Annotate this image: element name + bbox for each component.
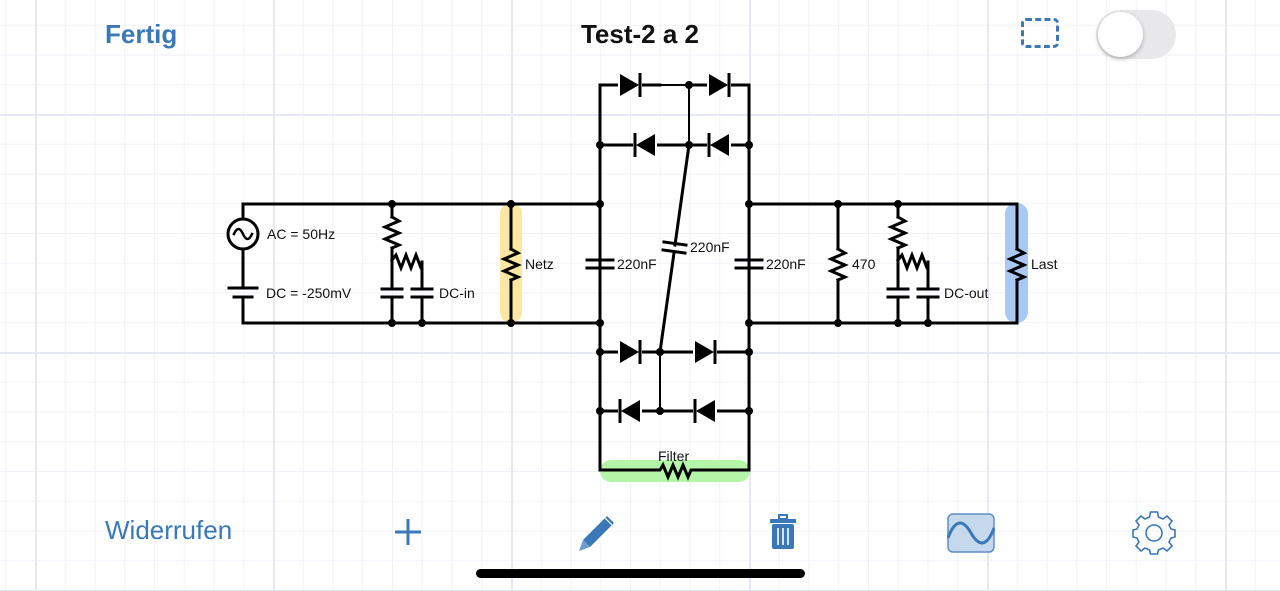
trash-icon[interactable] (769, 513, 797, 551)
mode-toggle[interactable] (1096, 10, 1176, 59)
diode[interactable] (618, 71, 642, 99)
gear-icon[interactable] (1132, 511, 1176, 555)
home-indicator (476, 569, 805, 578)
toggle-knob (1098, 12, 1143, 57)
load-resistor-470[interactable] (827, 202, 849, 325)
diode[interactable] (707, 131, 731, 159)
plus-icon[interactable] (392, 516, 424, 548)
dc-in-label: DC-in (439, 285, 475, 301)
pencil-icon[interactable] (576, 513, 616, 553)
page-title: Test-2 a 2 (580, 19, 699, 49)
sine-wave-icon[interactable] (947, 513, 995, 553)
diode[interactable] (707, 71, 731, 99)
diode[interactable] (693, 397, 717, 425)
dc-source-label: DC = -250mV (266, 285, 352, 301)
cap-left-label: 220nF (617, 256, 657, 272)
ac-source-label: AC = 50Hz (267, 226, 335, 242)
diode[interactable] (618, 338, 642, 366)
dc-out-label: DC-out (944, 285, 988, 301)
ac-source[interactable] (226, 217, 260, 251)
dc-out-network[interactable] (886, 202, 940, 325)
done-button[interactable]: Fertig (105, 19, 178, 49)
junction-dots (388, 81, 932, 415)
last-label: Last (1031, 256, 1058, 272)
dashed-selection-rect-icon[interactable] (1021, 18, 1059, 48)
cap-right-label: 220nF (766, 256, 806, 272)
filter-label: Filter (658, 448, 689, 464)
netz-label: Netz (525, 256, 554, 272)
undo-button[interactable]: Widerrufen (105, 515, 233, 545)
diode[interactable] (618, 397, 642, 425)
last-resistor[interactable] (1006, 202, 1028, 325)
cap-middle-label: 220nF (690, 239, 730, 255)
netz-resistor[interactable] (500, 202, 522, 325)
diode[interactable] (693, 338, 717, 366)
dc-in-network[interactable] (380, 202, 434, 325)
resistor-470-label: 470 (852, 256, 876, 272)
diode[interactable] (633, 131, 657, 159)
